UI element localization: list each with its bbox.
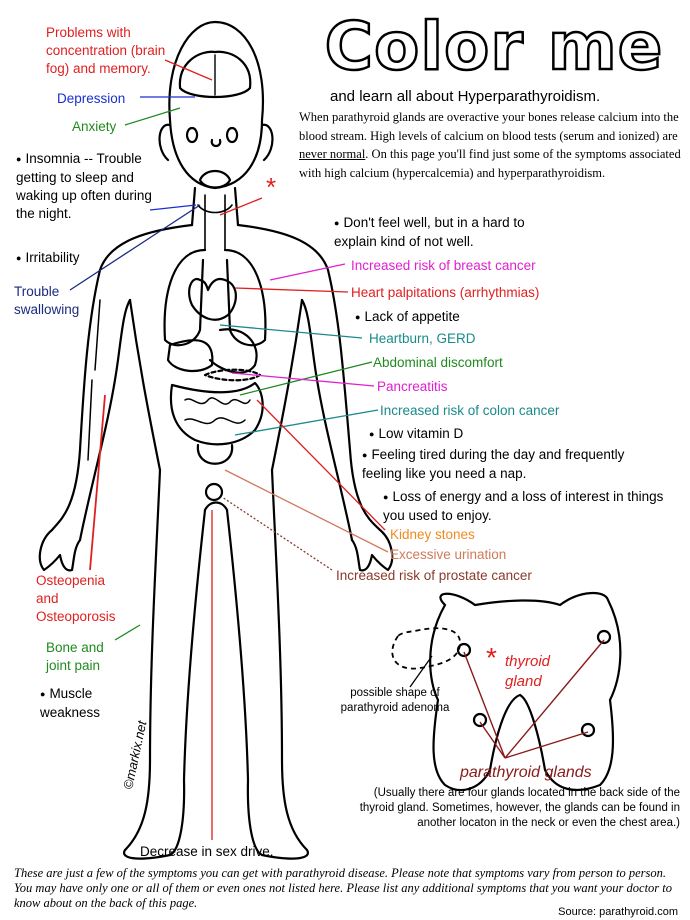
label-sex-drive: Decrease in sex drive. xyxy=(140,844,274,859)
label-breast-cancer: Increased risk of breast cancer xyxy=(351,258,536,273)
intro-paragraph: When parathyroid glands are overactive y… xyxy=(299,110,681,180)
label-thyroid-gland: thyroid gland xyxy=(505,653,551,690)
label-vitamin-d: Low vitamin D xyxy=(369,425,463,444)
label-insomnia: Insomnia -- Trouble getting to sleep and… xyxy=(16,150,164,223)
footer-note: These are just a few of the symptoms you… xyxy=(14,866,673,910)
signature-text: ©markix.net xyxy=(120,718,149,790)
label-abdominal: Abdominal discomfort xyxy=(373,355,503,370)
label-heartburn: Heartburn, GERD xyxy=(369,331,476,346)
label-anxiety: Anxiety xyxy=(72,119,117,134)
label-palpitations: Heart palpitations (arrhythmias) xyxy=(351,285,540,300)
source-credit: Source: parathyroid.com xyxy=(558,906,678,918)
label-depression: Depression xyxy=(57,91,126,106)
label-concentration: Problems with concentration (brain fog) … xyxy=(46,25,166,76)
title: Color me xyxy=(302,4,686,90)
head-outline xyxy=(168,20,265,190)
label-appetite: Lack of appetite xyxy=(355,308,459,327)
label-adenoma: possible shape of parathyroid adenoma xyxy=(340,687,450,714)
stomach-outline xyxy=(208,328,258,374)
torso-outline xyxy=(50,223,194,532)
label-kidney: Kidney stones xyxy=(390,527,475,542)
label-osteopenia: Osteopenia and Osteoporosis xyxy=(36,573,116,624)
title-text: Color me xyxy=(323,7,664,87)
heart-outline xyxy=(188,277,237,321)
thyroid-note: (Usually there are four glands located i… xyxy=(359,787,680,829)
label-muscle: Muscle weakness xyxy=(40,685,116,722)
intestines-outline xyxy=(169,381,264,446)
label-dont-feel-well: Don't feel well, but in a hard to explai… xyxy=(334,214,564,251)
label-prostate: Increased risk of prostate cancer xyxy=(336,568,532,583)
thyroid-asterisk: * xyxy=(486,642,497,673)
label-irritability: Irritability xyxy=(16,249,79,268)
label-urination: Excessive urination xyxy=(390,547,507,562)
label-bone-joint: Bone and joint pain xyxy=(46,640,104,673)
lungs-outline xyxy=(163,248,207,347)
intro-emphasis: never normal xyxy=(299,147,366,161)
brain-outline xyxy=(178,50,252,99)
thyroid-illustration xyxy=(391,592,622,792)
label-colon-cancer: Increased risk of colon cancer xyxy=(380,403,560,418)
svg-text:*: * xyxy=(266,172,276,202)
label-pancreatitis: Pancreatitis xyxy=(377,379,448,394)
label-parathyroid-glands: parathyroid glands xyxy=(460,764,592,781)
label-energy: Loss of energy and a loss of interest in… xyxy=(383,488,683,525)
label-tired: Feeling tired during the day and frequen… xyxy=(362,446,652,483)
subtitle: and learn all about Hyperparathyroidism. xyxy=(330,88,601,105)
label-swallowing: Trouble swallowing xyxy=(14,284,80,317)
leg-outline xyxy=(122,468,207,860)
